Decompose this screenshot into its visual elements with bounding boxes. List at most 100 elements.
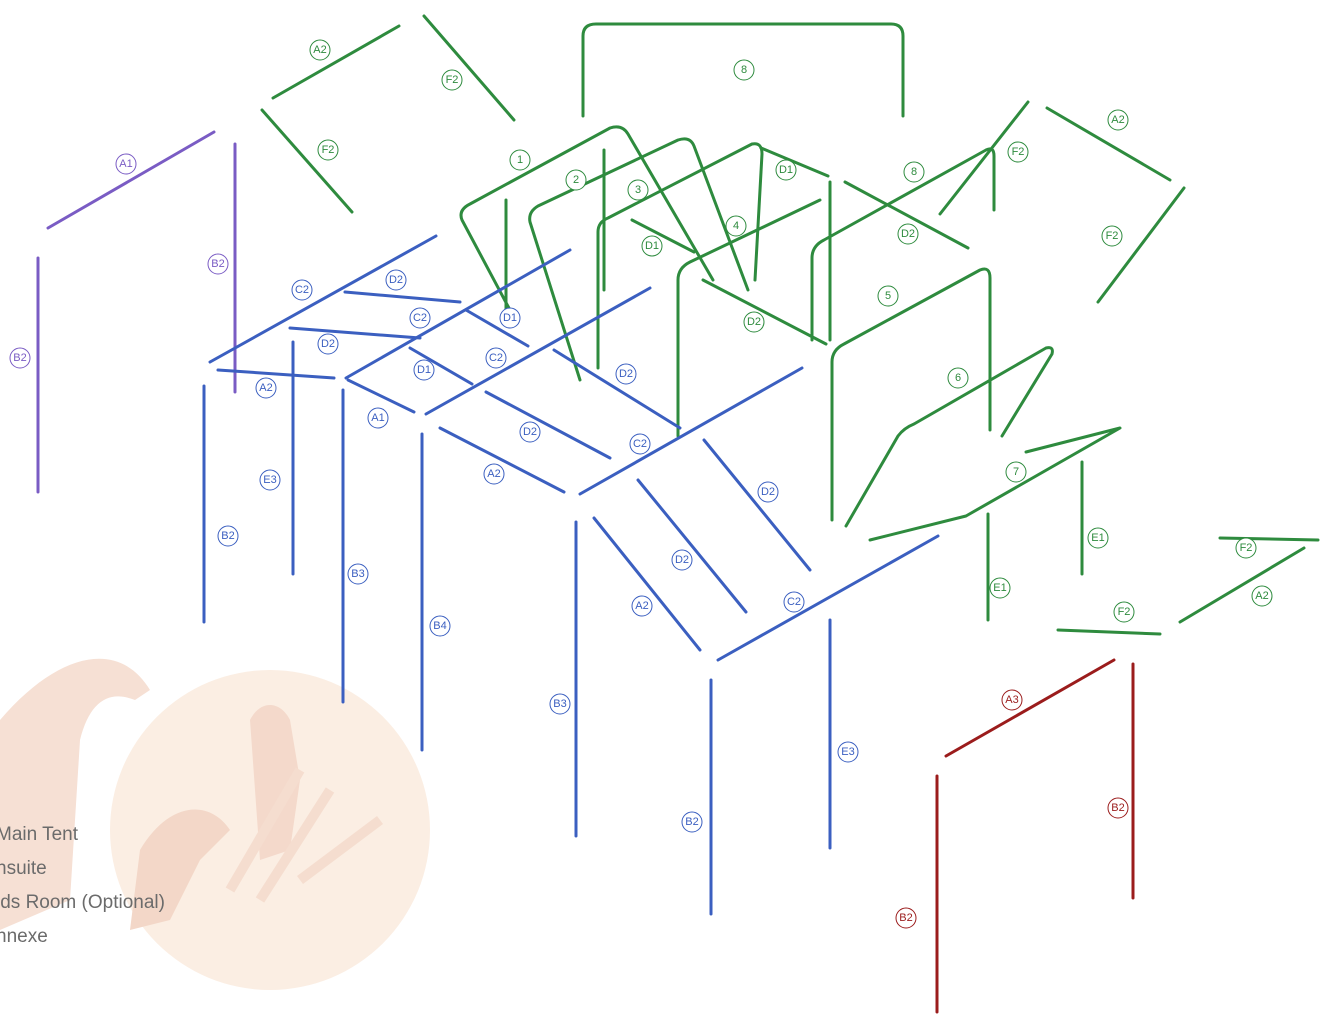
label-text: 2: [573, 174, 579, 186]
label-text: B2: [13, 352, 26, 364]
label-text: B3: [351, 568, 364, 580]
part-label-green: 6: [947, 367, 969, 389]
part-label-green: D1: [775, 159, 797, 181]
label-circle: [409, 307, 431, 329]
label-circle: [733, 59, 755, 81]
part-label-blue: E3: [837, 741, 859, 763]
label-text: C2: [489, 352, 503, 364]
part-label-blue: D2: [519, 421, 541, 443]
label-circle: [1101, 225, 1123, 247]
label-text: A1: [119, 158, 132, 170]
part-label-blue: B2: [217, 525, 239, 547]
label-text: F2: [1118, 606, 1131, 618]
label-circle: [681, 811, 703, 833]
label-circle: [317, 333, 339, 355]
label-circle: [1113, 601, 1135, 623]
label-circle: [725, 215, 747, 237]
part-label-green: D2: [743, 311, 765, 333]
part-label-blue: B3: [347, 563, 369, 585]
label-circle: [483, 463, 505, 485]
part-label-green: 2: [565, 169, 587, 191]
label-text: F2: [1106, 230, 1119, 242]
label-text: A2: [1111, 114, 1124, 126]
legend-kids-room: ids Room (Optional): [0, 892, 165, 913]
part-label-green: A2: [1251, 585, 1273, 607]
label-circle: [1007, 141, 1029, 163]
label-text: 7: [1013, 466, 1019, 478]
label-text: 3: [635, 184, 641, 196]
part-label-green: 1: [509, 149, 531, 171]
label-circle: [837, 741, 859, 763]
label-text: D2: [523, 426, 537, 438]
part-label-red: B2: [1107, 797, 1129, 819]
part-label-red: A3: [1001, 689, 1023, 711]
part-label-blue: D2: [757, 481, 779, 503]
label-circle: [1251, 585, 1273, 607]
label-circle: [291, 279, 313, 301]
label-circle: [347, 563, 369, 585]
pole-a1: [46, 130, 216, 230]
label-text: C2: [295, 284, 309, 296]
label-circle: [783, 591, 805, 613]
part-label-blue: B3: [549, 693, 571, 715]
label-text: E3: [263, 474, 276, 486]
label-circle: [1087, 527, 1109, 549]
label-circle: [255, 377, 277, 399]
label-text: D2: [675, 554, 689, 566]
label-text: D1: [645, 240, 659, 252]
part-label-blue: D1: [499, 307, 521, 329]
label-text: D1: [503, 312, 517, 324]
label-text: B2: [221, 530, 234, 542]
label-text: 8: [911, 166, 917, 178]
label-circle: [775, 159, 797, 181]
part-label-purple: B2: [207, 253, 229, 275]
label-text: D2: [321, 338, 335, 350]
label-circle: [629, 433, 651, 455]
pole-a3: [944, 658, 1116, 758]
part-label-red: B2: [895, 907, 917, 929]
part-label-blue: C2: [629, 433, 651, 455]
label-text: C2: [413, 312, 427, 324]
part-label-green: 8: [733, 59, 755, 81]
part-label-blue: C2: [485, 347, 507, 369]
part-label-green: F2: [1101, 225, 1123, 247]
legend-ensuite: nsuite: [0, 858, 47, 879]
label-circle: [627, 179, 649, 201]
part-label-green: 4: [725, 215, 747, 237]
part-label-green: F2: [1113, 601, 1135, 623]
label-text: B2: [211, 258, 224, 270]
label-circle: [519, 421, 541, 443]
label-circle: [1001, 689, 1023, 711]
part-label-blue: A1: [367, 407, 389, 429]
label-circle: [317, 139, 339, 161]
label-text: A3: [1005, 694, 1018, 706]
label-circle: [743, 311, 765, 333]
label-text: F2: [1012, 146, 1025, 158]
label-text: E3: [841, 746, 854, 758]
label-text: A2: [259, 382, 272, 394]
label-text: C2: [787, 596, 801, 608]
legend: Main Tent nsuite ids Room (Optional) nne…: [0, 818, 165, 954]
label-circle: [413, 359, 435, 381]
label-text: D1: [417, 364, 431, 376]
label-circle: [565, 169, 587, 191]
label-circle: [671, 549, 693, 571]
label-text: A2: [635, 600, 648, 612]
label-circle: [1235, 537, 1257, 559]
label-text: B2: [899, 912, 912, 924]
label-circle: [989, 577, 1011, 599]
label-circle: [631, 595, 653, 617]
label-circle: [947, 367, 969, 389]
label-text: E1: [1091, 532, 1104, 544]
part-label-blue: D2: [671, 549, 693, 571]
label-circle: [207, 253, 229, 275]
part-label-green: F2: [441, 69, 463, 91]
label-text: F2: [322, 144, 335, 156]
label-text: 1: [517, 154, 523, 166]
label-circle: [903, 161, 925, 183]
label-text: B3: [553, 698, 566, 710]
label-circle: [367, 407, 389, 429]
